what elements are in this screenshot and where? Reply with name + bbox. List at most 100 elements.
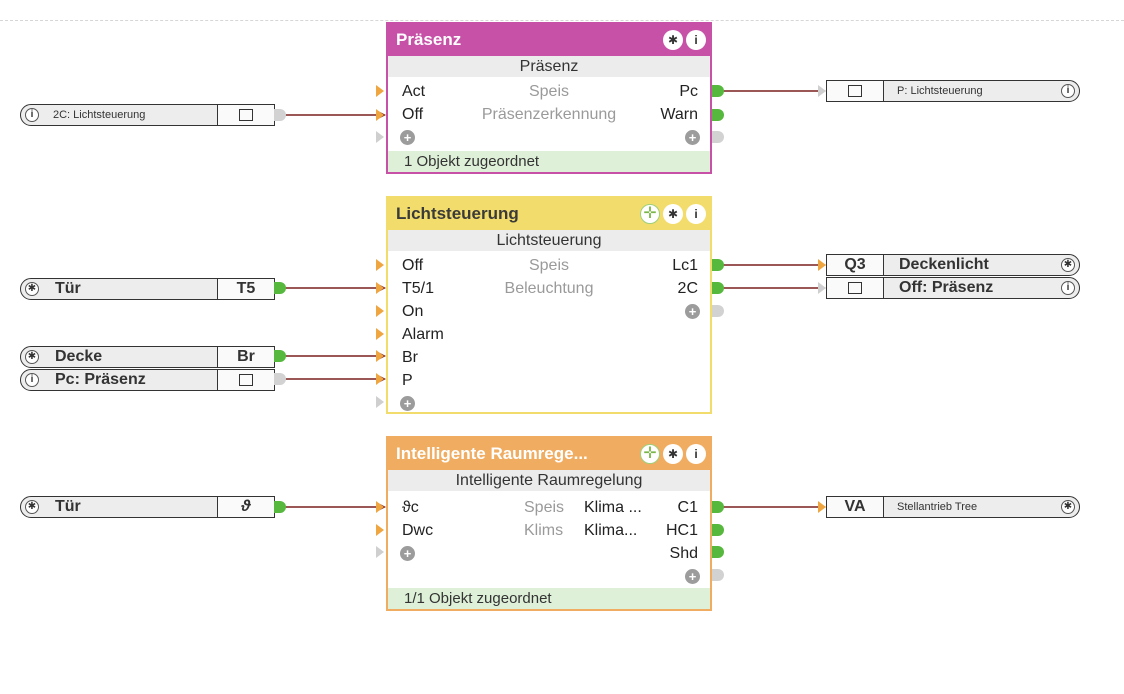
output-label[interactable]: 2C: [677, 280, 698, 297]
block-info: Klima...: [584, 522, 638, 539]
object-off-praesenz[interactable]: Off: Präsenz i: [826, 277, 1080, 299]
object-port[interactable]: [274, 501, 286, 513]
output-port[interactable]: [712, 501, 724, 513]
input-port[interactable]: [376, 109, 384, 121]
object-input-port[interactable]: [818, 282, 826, 294]
plus-icon[interactable]: +: [685, 569, 700, 585]
move-icon[interactable]: ✛: [640, 204, 660, 224]
output-label[interactable]: Warn: [660, 106, 698, 123]
object-pc-praesenz[interactable]: i Pc: Präsenz: [20, 369, 275, 391]
input-label[interactable]: On: [402, 303, 424, 320]
input-port[interactable]: [376, 85, 384, 97]
input-port[interactable]: [376, 305, 384, 317]
block-header[interactable]: Lichtsteuerung ✛✱i: [388, 198, 710, 230]
block-title: Präsenz: [396, 30, 462, 49]
input-label[interactable]: ϑc: [402, 499, 419, 516]
output-port[interactable]: [712, 85, 724, 97]
gear-icon[interactable]: ✱: [663, 30, 683, 50]
block-lichtsteuerung[interactable]: Lichtsteuerung ✛✱i Lichtsteuerung Off Sp…: [386, 196, 712, 414]
plus-icon[interactable]: +: [400, 546, 415, 562]
object-input-port[interactable]: [818, 501, 826, 513]
info-icon[interactable]: i: [25, 108, 39, 122]
gear-icon[interactable]: ✱: [663, 444, 683, 464]
input-port[interactable]: [376, 328, 384, 340]
gear-icon[interactable]: ✱: [1061, 500, 1075, 514]
output-port-empty[interactable]: [712, 305, 724, 317]
move-icon[interactable]: ✛: [640, 444, 660, 464]
block-header[interactable]: Intelligente Raumrege... ✛✱i: [388, 438, 710, 470]
object-tag: Br: [217, 346, 275, 368]
object-input-port[interactable]: [818, 85, 826, 97]
object-port[interactable]: [274, 350, 286, 362]
output-label[interactable]: Lc1: [672, 257, 698, 274]
gear-icon[interactable]: ✱: [663, 204, 683, 224]
object-2c-lichtsteuerung[interactable]: i 2C: Lichtsteuerung: [20, 104, 275, 126]
input-label[interactable]: Alarm: [402, 326, 444, 343]
object-name: Tür: [55, 280, 81, 297]
object-port[interactable]: [274, 282, 286, 294]
output-port[interactable]: [712, 259, 724, 271]
gear-icon[interactable]: ✱: [1061, 258, 1075, 272]
block-raumregelung[interactable]: Intelligente Raumrege... ✛✱i Intelligent…: [386, 436, 712, 611]
info-icon[interactable]: i: [686, 444, 706, 464]
input-port[interactable]: [376, 350, 384, 362]
object-input-port[interactable]: [818, 259, 826, 271]
object-p-lichtsteuerung[interactable]: P: Lichtsteuerung i: [826, 80, 1080, 102]
output-label[interactable]: C1: [677, 499, 698, 516]
object-port[interactable]: [274, 109, 286, 121]
block-header[interactable]: Präsenz ✱i: [388, 24, 710, 56]
input-port[interactable]: [376, 282, 384, 294]
object-stellantrieb[interactable]: VA Stellantrieb Tree ✱: [826, 496, 1080, 518]
port-row: Off Präsenzerkennung Warn: [388, 104, 710, 126]
object-link[interactable]: [217, 104, 275, 126]
input-port-empty[interactable]: [376, 131, 384, 143]
input-port-empty[interactable]: [376, 396, 384, 408]
input-port[interactable]: [376, 501, 384, 513]
output-port-empty[interactable]: [712, 131, 724, 143]
input-port-empty[interactable]: [376, 546, 384, 558]
plus-icon[interactable]: +: [685, 130, 700, 146]
info-icon[interactable]: i: [686, 30, 706, 50]
plus-icon[interactable]: +: [400, 396, 415, 412]
output-port[interactable]: [712, 524, 724, 536]
input-label[interactable]: Br: [402, 349, 418, 366]
input-port[interactable]: [376, 259, 384, 271]
info-icon[interactable]: i: [1061, 84, 1075, 98]
output-port[interactable]: [712, 546, 724, 558]
info-icon[interactable]: i: [1061, 281, 1075, 295]
object-name: Off: Präsenz: [899, 279, 994, 296]
input-label[interactable]: Act: [402, 83, 426, 100]
input-port[interactable]: [376, 373, 384, 385]
output-label[interactable]: Shd: [669, 545, 698, 562]
info-icon[interactable]: i: [25, 373, 39, 387]
input-label[interactable]: T5/1: [402, 280, 435, 297]
gear-icon[interactable]: ✱: [25, 500, 39, 514]
port-row: Alarm: [388, 324, 710, 346]
input-label[interactable]: Dwc: [402, 522, 434, 539]
object-link[interactable]: [826, 80, 884, 102]
object-tuer-theta[interactable]: ✱ Tür ϑ: [20, 496, 275, 518]
input-port[interactable]: [376, 524, 384, 536]
object-link[interactable]: [826, 277, 884, 299]
port-row: Dwc Klims Klima... HC1: [388, 520, 710, 542]
info-icon[interactable]: i: [686, 204, 706, 224]
output-port-empty[interactable]: [712, 569, 724, 581]
gear-icon[interactable]: ✱: [25, 282, 39, 296]
output-label[interactable]: Pc: [679, 83, 698, 100]
output-port[interactable]: [712, 282, 724, 294]
plus-icon[interactable]: +: [400, 130, 415, 146]
plus-icon[interactable]: +: [685, 304, 700, 320]
input-label[interactable]: Off: [402, 257, 424, 274]
output-port[interactable]: [712, 109, 724, 121]
object-decke[interactable]: ✱ Decke Br: [20, 346, 275, 368]
input-label[interactable]: P: [402, 372, 413, 389]
link-out-icon: [239, 109, 253, 121]
object-tuer-t5[interactable]: ✱ Tür T5: [20, 278, 275, 300]
object-port[interactable]: [274, 373, 286, 385]
block-praesenz[interactable]: Präsenz ✱i Präsenz Act Speis Pc Off Präs…: [386, 22, 712, 174]
gear-icon[interactable]: ✱: [25, 350, 39, 364]
output-label[interactable]: HC1: [665, 522, 698, 539]
object-deckenlicht[interactable]: Q3 Deckenlicht ✱: [826, 254, 1080, 276]
input-label[interactable]: Off: [402, 106, 424, 123]
object-link[interactable]: [217, 369, 275, 391]
